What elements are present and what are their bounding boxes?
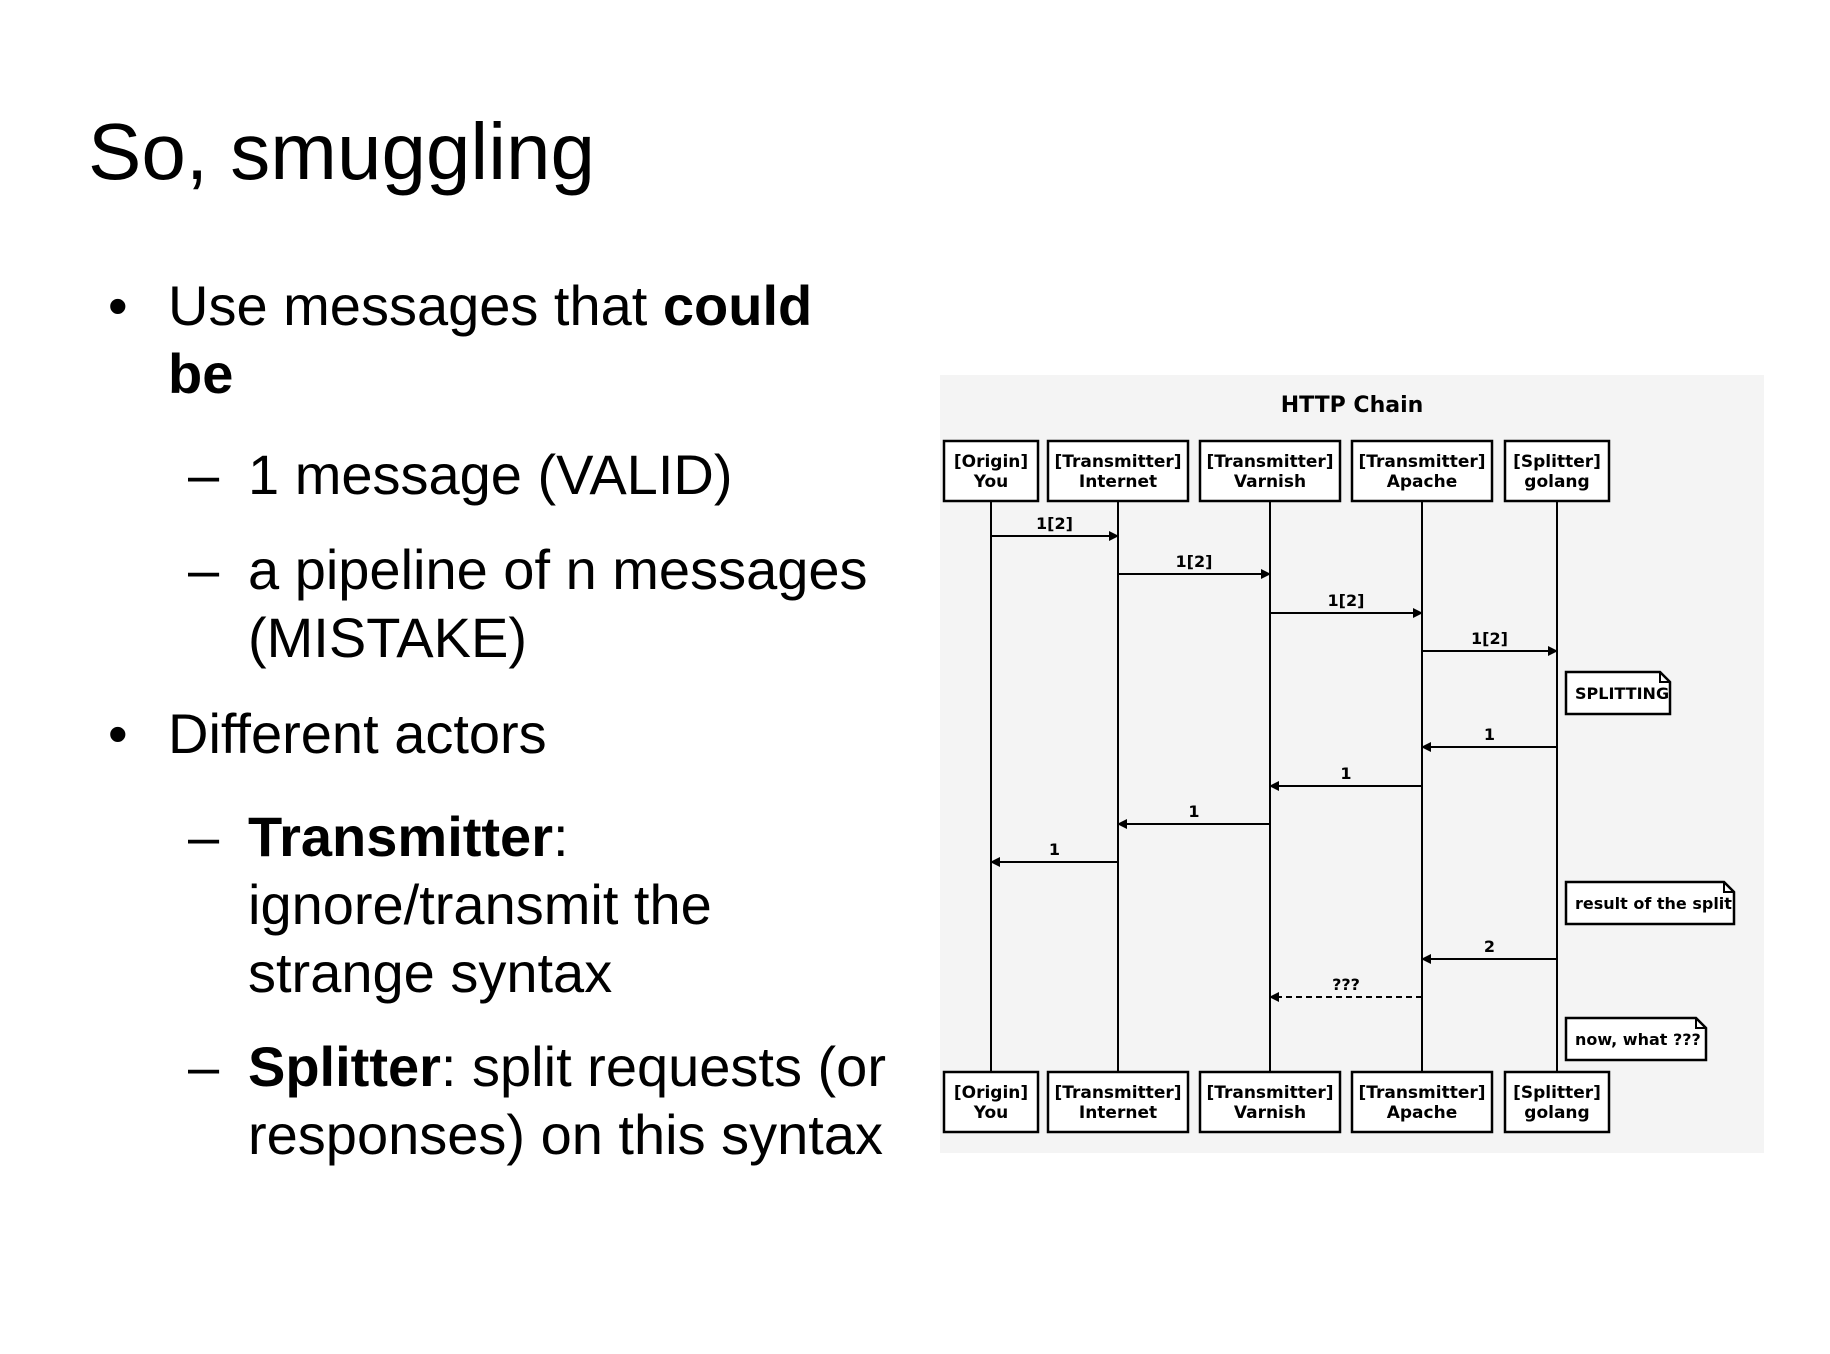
bullet-text: Different actors — [168, 702, 547, 765]
subbullet-mistake: – a pipeline of n messages (MISTAKE) — [188, 536, 888, 672]
actor-name-label: You — [973, 472, 1009, 492]
actor-name-label: Varnish — [1234, 472, 1306, 492]
note-fold — [1695, 1018, 1706, 1029]
actor-name-label: You — [973, 1103, 1009, 1123]
subbullet-text: a pipeline of n messages (MISTAKE) — [248, 538, 868, 669]
actor-name-label: golang — [1524, 1103, 1589, 1123]
bullet-bold-text: could be — [168, 274, 813, 405]
actor-box-top — [1046, 439, 1190, 503]
actor-role-label: [Splitter] — [1513, 1083, 1601, 1103]
diagram-title: HTTP Chain — [1281, 393, 1424, 418]
bullet-use-messages: • Use messages that could be — [108, 272, 888, 408]
subbullet-valid: – 1 message (VALID) — [188, 441, 888, 509]
actor-role-label: [Origin] — [954, 452, 1028, 472]
slide-title: So, smuggling — [88, 107, 595, 196]
subbullet-text: : split requests (or responses) on this … — [248, 1035, 886, 1166]
note-box — [1564, 880, 1736, 926]
actor-role-label: [Transmitter] — [1206, 452, 1333, 472]
message-label: 1[2] — [1176, 552, 1213, 571]
note-box — [1564, 1016, 1708, 1062]
dash-marker: – — [188, 1035, 220, 1098]
subbullet-text: : ignore/transmit the strange syntax — [248, 805, 712, 1004]
bullet-marker-dot: • — [108, 702, 128, 765]
actor-role-label: [Transmitter] — [1206, 1083, 1333, 1103]
actor-box-bottom — [1046, 1070, 1190, 1134]
message-label: 1[2] — [1328, 591, 1365, 610]
actor-box-bottom — [1350, 1070, 1494, 1134]
actor-name-label: Apache — [1387, 1103, 1458, 1123]
actor-box-bottom — [1503, 1070, 1611, 1134]
actor-role-label: [Origin] — [954, 1083, 1028, 1103]
actor-role-label: [Transmitter] — [1358, 452, 1485, 472]
subbullet-bold-text: Splitter — [248, 1035, 441, 1098]
actor-name-label: Internet — [1079, 1103, 1157, 1123]
subbullet-splitter: – Splitter: split requests (or responses… — [188, 1033, 888, 1169]
actor-box-top — [1198, 439, 1342, 503]
actor-box-top — [942, 439, 1040, 503]
sequence-diagram-svg: HTTP Chain [Origin]You[Transmitter]Inter… — [942, 393, 1736, 1134]
bullet-marker: • — [108, 274, 128, 337]
actor-name-label: golang — [1524, 472, 1589, 492]
note-fold — [1659, 672, 1670, 683]
actor-role-label: [Transmitter] — [1054, 452, 1181, 472]
actor-name-label: Varnish — [1234, 1103, 1306, 1123]
note-label: now, what ??? — [1575, 1030, 1701, 1049]
dash-marker: – — [188, 805, 220, 868]
subbullet-bold-text: Transmitter — [248, 805, 553, 868]
dash-marker: – — [188, 538, 220, 601]
message-label: 1[2] — [1471, 629, 1508, 648]
actor-role-label: [Splitter] — [1513, 452, 1601, 472]
message-label: 2 — [1484, 937, 1495, 956]
dash-marker: – — [188, 443, 220, 506]
actor-name-label: Internet — [1079, 472, 1157, 492]
actor-box-bottom — [942, 1070, 1040, 1134]
actor-role-label: [Transmitter] — [1054, 1083, 1181, 1103]
subbullet-transmitter: – Transmitter: ignore/transmit the stran… — [188, 803, 888, 1007]
actor-box-top — [1350, 439, 1494, 503]
actor-name-label: Apache — [1387, 472, 1458, 492]
subbullet-text: 1 message (VALID) — [248, 443, 733, 506]
bullet-different-actors: – • Different actors — [108, 700, 888, 768]
note-fold — [1723, 882, 1734, 893]
message-label: 1 — [1188, 802, 1199, 821]
note-label: result of the split — [1575, 894, 1732, 913]
note-label: SPLITTING — [1575, 684, 1669, 703]
message-label: ??? — [1332, 975, 1360, 994]
actor-role-label: [Transmitter] — [1358, 1083, 1485, 1103]
sequence-diagram: HTTP Chain [Origin]You[Transmitter]Inter… — [940, 375, 1764, 1153]
actor-box-bottom — [1198, 1070, 1342, 1134]
actor-box-top — [1503, 439, 1611, 503]
note-box — [1564, 670, 1672, 716]
bullet-text: Use messages that — [168, 274, 663, 337]
message-label: 1 — [1484, 725, 1495, 744]
message-label: 1[2] — [1036, 514, 1073, 533]
message-label: 1 — [1049, 840, 1060, 859]
message-label: 1 — [1340, 764, 1351, 783]
